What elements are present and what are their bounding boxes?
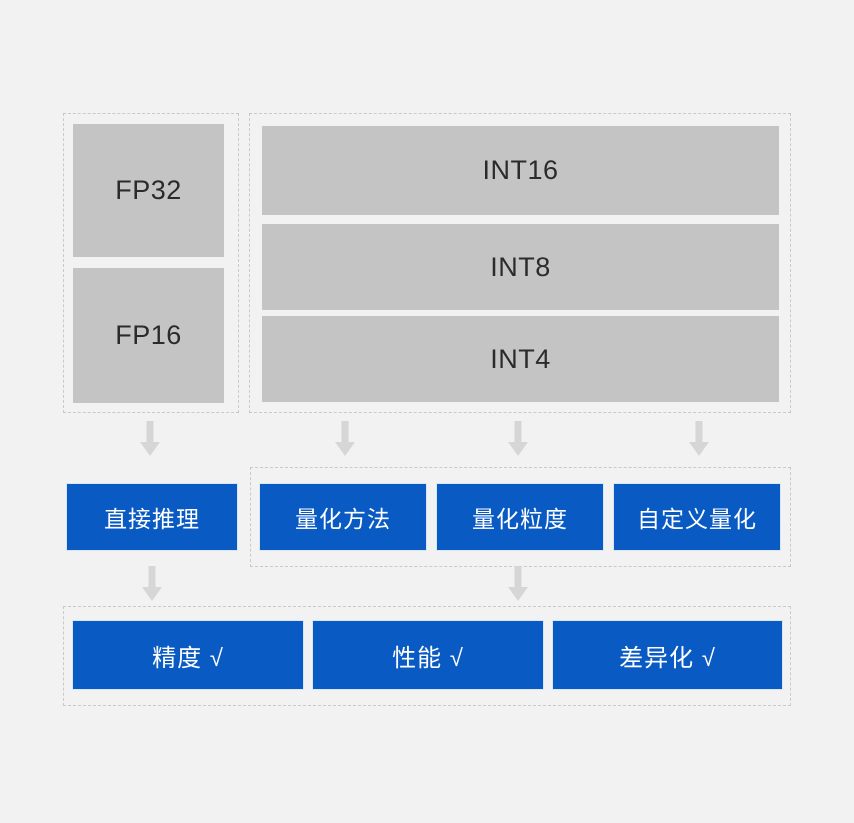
outcome-block-performance[interactable]: 性能 √: [312, 620, 544, 690]
arrow-direct-to-accuracy: [140, 566, 164, 604]
outcome-block-differentiation[interactable]: 差异化 √: [552, 620, 783, 690]
arrow-int-to-custom: [687, 421, 711, 459]
precision-block-fp32[interactable]: FP32: [73, 124, 224, 257]
method-block-quant-granularity-label: 量化粒度: [472, 506, 568, 532]
method-block-quant-method[interactable]: 量化方法: [259, 483, 427, 551]
precision-block-int4[interactable]: INT4: [262, 316, 779, 402]
precision-block-int16-label: INT16: [482, 155, 559, 185]
arrow-int-to-method: [333, 421, 357, 459]
outcome-block-accuracy-label: 精度 √: [152, 644, 224, 672]
integer-group: [249, 113, 791, 413]
precision-block-fp16-label: FP16: [115, 320, 182, 350]
method-block-custom-quant-label: 自定义量化: [637, 506, 757, 532]
precision-block-int8-label: INT8: [490, 251, 551, 282]
precision-block-int8[interactable]: INT8: [262, 224, 779, 310]
precision-block-int16[interactable]: INT16: [262, 126, 779, 215]
method-block-quant-granularity[interactable]: 量化粒度: [436, 483, 604, 551]
method-block-quant-method-label: 量化方法: [295, 506, 391, 532]
precision-block-fp32-label: FP32: [115, 175, 182, 205]
arrow-int-to-granularity: [506, 421, 530, 459]
outcome-block-performance-label: 性能 √: [392, 644, 464, 672]
outcome-block-differentiation-label: 差异化 √: [619, 644, 716, 672]
method-block-direct-inference-label: 直接推理: [104, 506, 200, 532]
precision-block-fp16[interactable]: FP16: [73, 268, 224, 403]
precision-block-int4-label: INT4: [490, 343, 551, 374]
arrow-fp-to-direct: [138, 421, 162, 459]
floating-point-group: [63, 113, 239, 413]
outcome-block-accuracy[interactable]: 精度 √: [72, 620, 304, 690]
arrow-quant-to-performance: [506, 566, 530, 604]
method-block-custom-quant[interactable]: 自定义量化: [613, 483, 781, 551]
outcomes-group: [63, 606, 791, 706]
method-block-direct-inference[interactable]: 直接推理: [66, 483, 238, 551]
